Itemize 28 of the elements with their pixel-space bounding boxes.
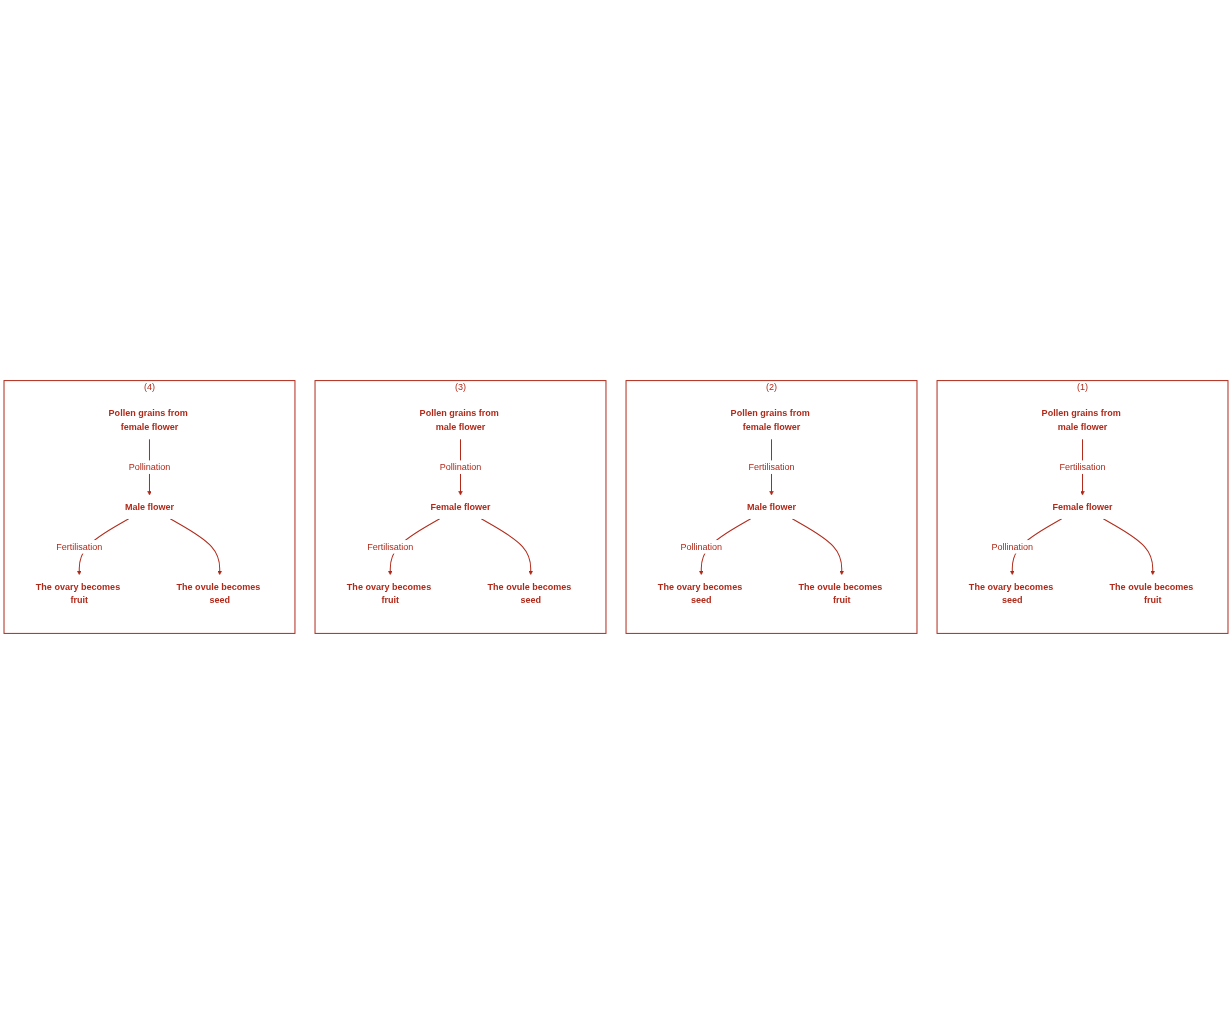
node-text: Pollen grains from male flower (419, 408, 499, 433)
node-text: The ovule becomes seed (487, 581, 572, 606)
node-text: Pollen grains from female flower (730, 408, 810, 433)
node-text: The ovule becomes seed (176, 581, 261, 606)
arrow (1102, 518, 1155, 576)
node-text: Male flower (124, 501, 175, 512)
arrow (791, 518, 844, 576)
node-text: The ovary becomes fruit (346, 581, 432, 606)
node-text: Male flower (746, 501, 797, 512)
edge-label: Fertilisation (367, 541, 414, 552)
node-text: Pollen grains from male flower (1041, 408, 1121, 433)
edge-label: Pollination (439, 461, 482, 472)
edge-label: Fertilisation (748, 461, 795, 472)
node-text: The ovary becomes fruit (35, 581, 121, 606)
arrow (169, 518, 222, 576)
node-text: Female flower (1052, 501, 1113, 512)
node-text: The ovule becomes fruit (798, 581, 883, 606)
node-text: The ovule becomes fruit (1109, 581, 1194, 606)
node-text: Female flower (430, 501, 491, 512)
edge-label: Fertilisation (56, 541, 103, 552)
edge-label: Pollination (991, 541, 1034, 552)
node-text: Pollen grains from female flower (108, 408, 188, 433)
edge-label: Pollination (680, 541, 723, 552)
arrow (480, 518, 533, 576)
node-text: The ovary becomes seed (657, 581, 743, 606)
edge-label: Pollination (128, 461, 171, 472)
edge-label: Fertilisation (1059, 461, 1106, 472)
node-text: The ovary becomes seed (968, 581, 1054, 606)
